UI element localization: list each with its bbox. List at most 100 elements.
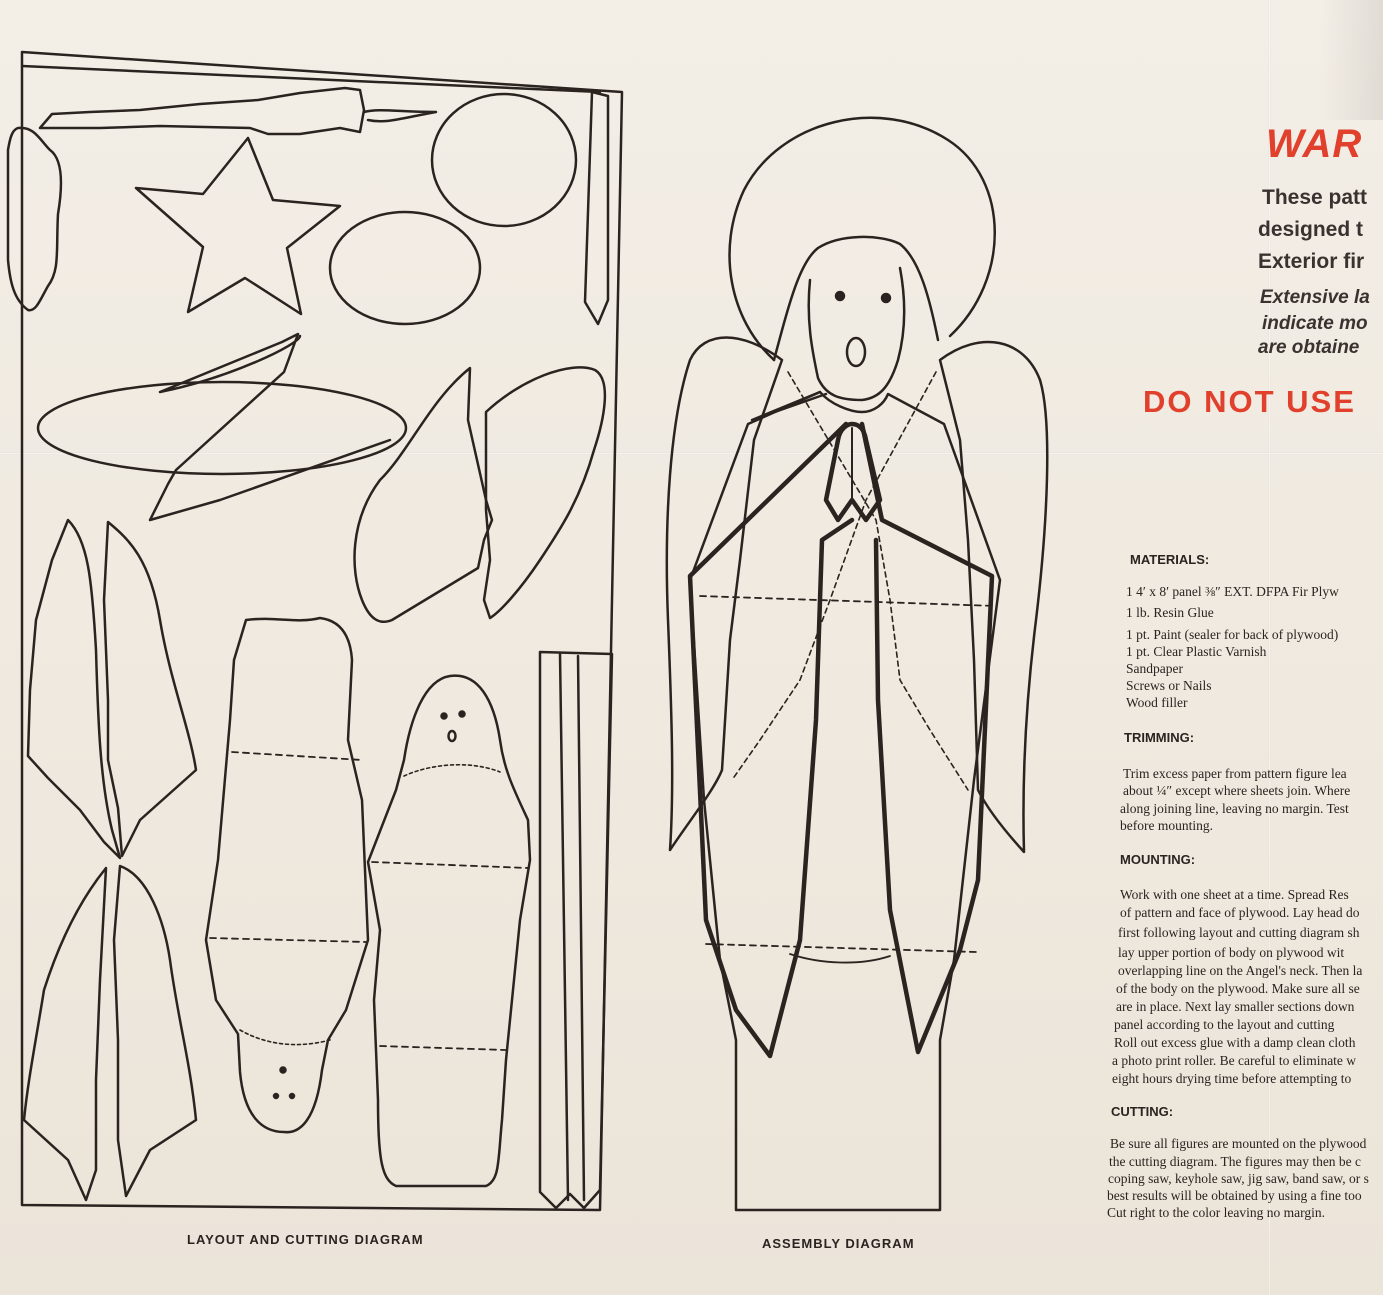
cutting-line: best results will be obtained by using a… — [1107, 1188, 1362, 1203]
angel-face-outline — [807, 266, 906, 402]
mounting-heading: MOUNTING: — [1120, 852, 1196, 867]
plywood-panel-outline — [20, 50, 624, 1212]
robe-hem-curve — [789, 953, 891, 964]
mounting-line: a photo print roller. Be careful to elim… — [1112, 1053, 1357, 1068]
paper-edge-shadow — [1320, 0, 1383, 120]
do-not-use-warning: DO NOT USE — [1143, 384, 1356, 419]
left-wing — [665, 336, 784, 852]
wing-piece-4 — [482, 366, 607, 620]
mounting-line: Work with one sheet at a time. Spread Re… — [1120, 887, 1349, 902]
warning-small-3: are obtaine — [1258, 337, 1360, 358]
cutting-line: Cut right to the color leaving no margin… — [1107, 1205, 1325, 1220]
halo-outline — [728, 116, 996, 362]
layout-caption: LAYOUT AND CUTTING DIAGRAM — [187, 1232, 424, 1247]
body-dash-1 — [231, 751, 363, 761]
wing-piece-1 — [36, 380, 408, 476]
trimming-line: before mounting. — [1120, 818, 1213, 833]
left-narrow-piece — [6, 126, 63, 312]
robe-dash-upper — [699, 595, 997, 607]
tall-strip-1 — [538, 650, 614, 1210]
warning-line-1: These patt — [1262, 186, 1368, 209]
mounting-line: first following layout and cutting diagr… — [1118, 925, 1360, 940]
warning-title: WAR — [1266, 122, 1363, 166]
halo-circle-1 — [430, 92, 578, 228]
body-strip-left-2 — [102, 520, 198, 858]
instructions-column: MATERIALS: 1 4′ x 8′ panel ⅜″ EXT. DFPA … — [1105, 0, 1383, 1295]
assembly-eye-left — [834, 290, 846, 302]
materials-line: Sandpaper — [1126, 661, 1183, 676]
trimming-line: about ¼″ except where sheets join. Where — [1123, 783, 1351, 798]
angel-hair-outline — [772, 235, 940, 362]
assembly-diagram — [665, 116, 1049, 1212]
tall-strip-divider-1 — [558, 652, 570, 1202]
candle-shape — [38, 86, 366, 136]
wing-piece-3 — [353, 366, 494, 624]
right-strip-piece — [583, 90, 610, 326]
wing-piece-2 — [148, 332, 392, 522]
materials-heading: MATERIALS: — [1130, 552, 1210, 567]
right-wing — [938, 340, 1049, 854]
sleeve-left — [687, 421, 855, 1059]
assembly-eye-right — [880, 292, 892, 304]
cutting-heading: CUTTING: — [1111, 1104, 1174, 1119]
paper-fold-vertical — [1268, 0, 1271, 1295]
head-neck-dash — [403, 764, 501, 777]
materials-line: Screws or Nails — [1126, 678, 1212, 693]
cutting-line: the cutting diagram. The figures may the… — [1109, 1154, 1362, 1169]
angel-body-front-piece — [204, 616, 370, 1134]
cutting-line: coping saw, keyhole saw, jig saw, band s… — [1108, 1171, 1369, 1186]
body-neck-dash — [239, 1029, 331, 1046]
trimming-heading: TRIMMING: — [1124, 730, 1195, 745]
angel-mouth — [447, 729, 457, 743]
angel-eye-1 — [440, 712, 448, 720]
materials-line: 1 pt. Clear Plastic Varnish — [1126, 644, 1267, 659]
face-eye-3 — [288, 1092, 296, 1100]
trimming-line: along joining line, leaving no margin. T… — [1120, 801, 1349, 816]
robe-inner — [750, 390, 828, 422]
wing-dash-right — [731, 371, 937, 781]
warning-small-1: Extensive la — [1260, 287, 1370, 308]
sleeve-right — [859, 421, 995, 1055]
body-dash-2 — [209, 937, 367, 943]
panel-inner-top-line — [20, 64, 602, 94]
body-strip-left-4 — [112, 864, 198, 1198]
star-shape — [134, 136, 342, 316]
materials-line: 1 pt. Paint (sealer for back of plywood) — [1126, 627, 1339, 642]
candle-flame — [362, 108, 438, 123]
angel-head-body-piece — [366, 674, 532, 1188]
face-eye-1 — [279, 1066, 287, 1074]
halo-circle-2 — [328, 210, 482, 326]
layout-cutting-diagram — [6, 50, 624, 1212]
materials-line: 1 lb. Resin Glue — [1126, 605, 1214, 620]
body-strip-left-1 — [26, 518, 122, 860]
angel-dash-1 — [371, 861, 529, 869]
paper-fold-horizontal — [0, 452, 1383, 455]
materials-line: 1 4′ x 8′ panel ⅜″ EXT. DFPA Fir Plyw — [1126, 584, 1339, 599]
mounting-line: lay upper portion of body on plywood wit — [1118, 945, 1345, 960]
mounting-line: of the body on the plywood. Make sure al… — [1116, 981, 1360, 996]
cutting-line: Be sure all figures are mounted on the p… — [1110, 1136, 1367, 1151]
angel-eye-2 — [458, 710, 466, 718]
mounting-line: Roll out excess glue with a damp clean c… — [1114, 1035, 1356, 1050]
warning-line-2: designed t — [1258, 218, 1364, 241]
mounting-line: panel according to the layout and cuttin… — [1114, 1017, 1335, 1032]
robe-dash-lower — [705, 943, 977, 953]
body-strip-left-3 — [22, 866, 108, 1202]
mounting-line: are in place. Next lay smaller sections … — [1116, 999, 1355, 1014]
tall-strip-divider-2 — [576, 654, 586, 1202]
mounting-line: eight hours drying time before attemptin… — [1112, 1071, 1352, 1086]
angel-dash-2 — [379, 1045, 507, 1051]
assembly-caption: ASSEMBLY DIAGRAM — [762, 1236, 915, 1251]
robe-outline — [688, 390, 1002, 1212]
mounting-line: of pattern and face of plywood. Lay head… — [1120, 905, 1360, 920]
warning-line-3: Exterior fir — [1258, 250, 1365, 273]
praying-hands — [823, 421, 883, 523]
warning-small-2: indicate mo — [1262, 313, 1368, 334]
face-eye-2 — [272, 1092, 280, 1100]
materials-line: Wood filler — [1126, 695, 1188, 710]
assembly-mouth — [845, 336, 867, 368]
mounting-line: overlapping line on the Angel's neck. Th… — [1118, 963, 1363, 978]
trimming-line: Trim excess paper from pattern figure le… — [1123, 766, 1347, 781]
wing-dash-left — [787, 371, 969, 791]
